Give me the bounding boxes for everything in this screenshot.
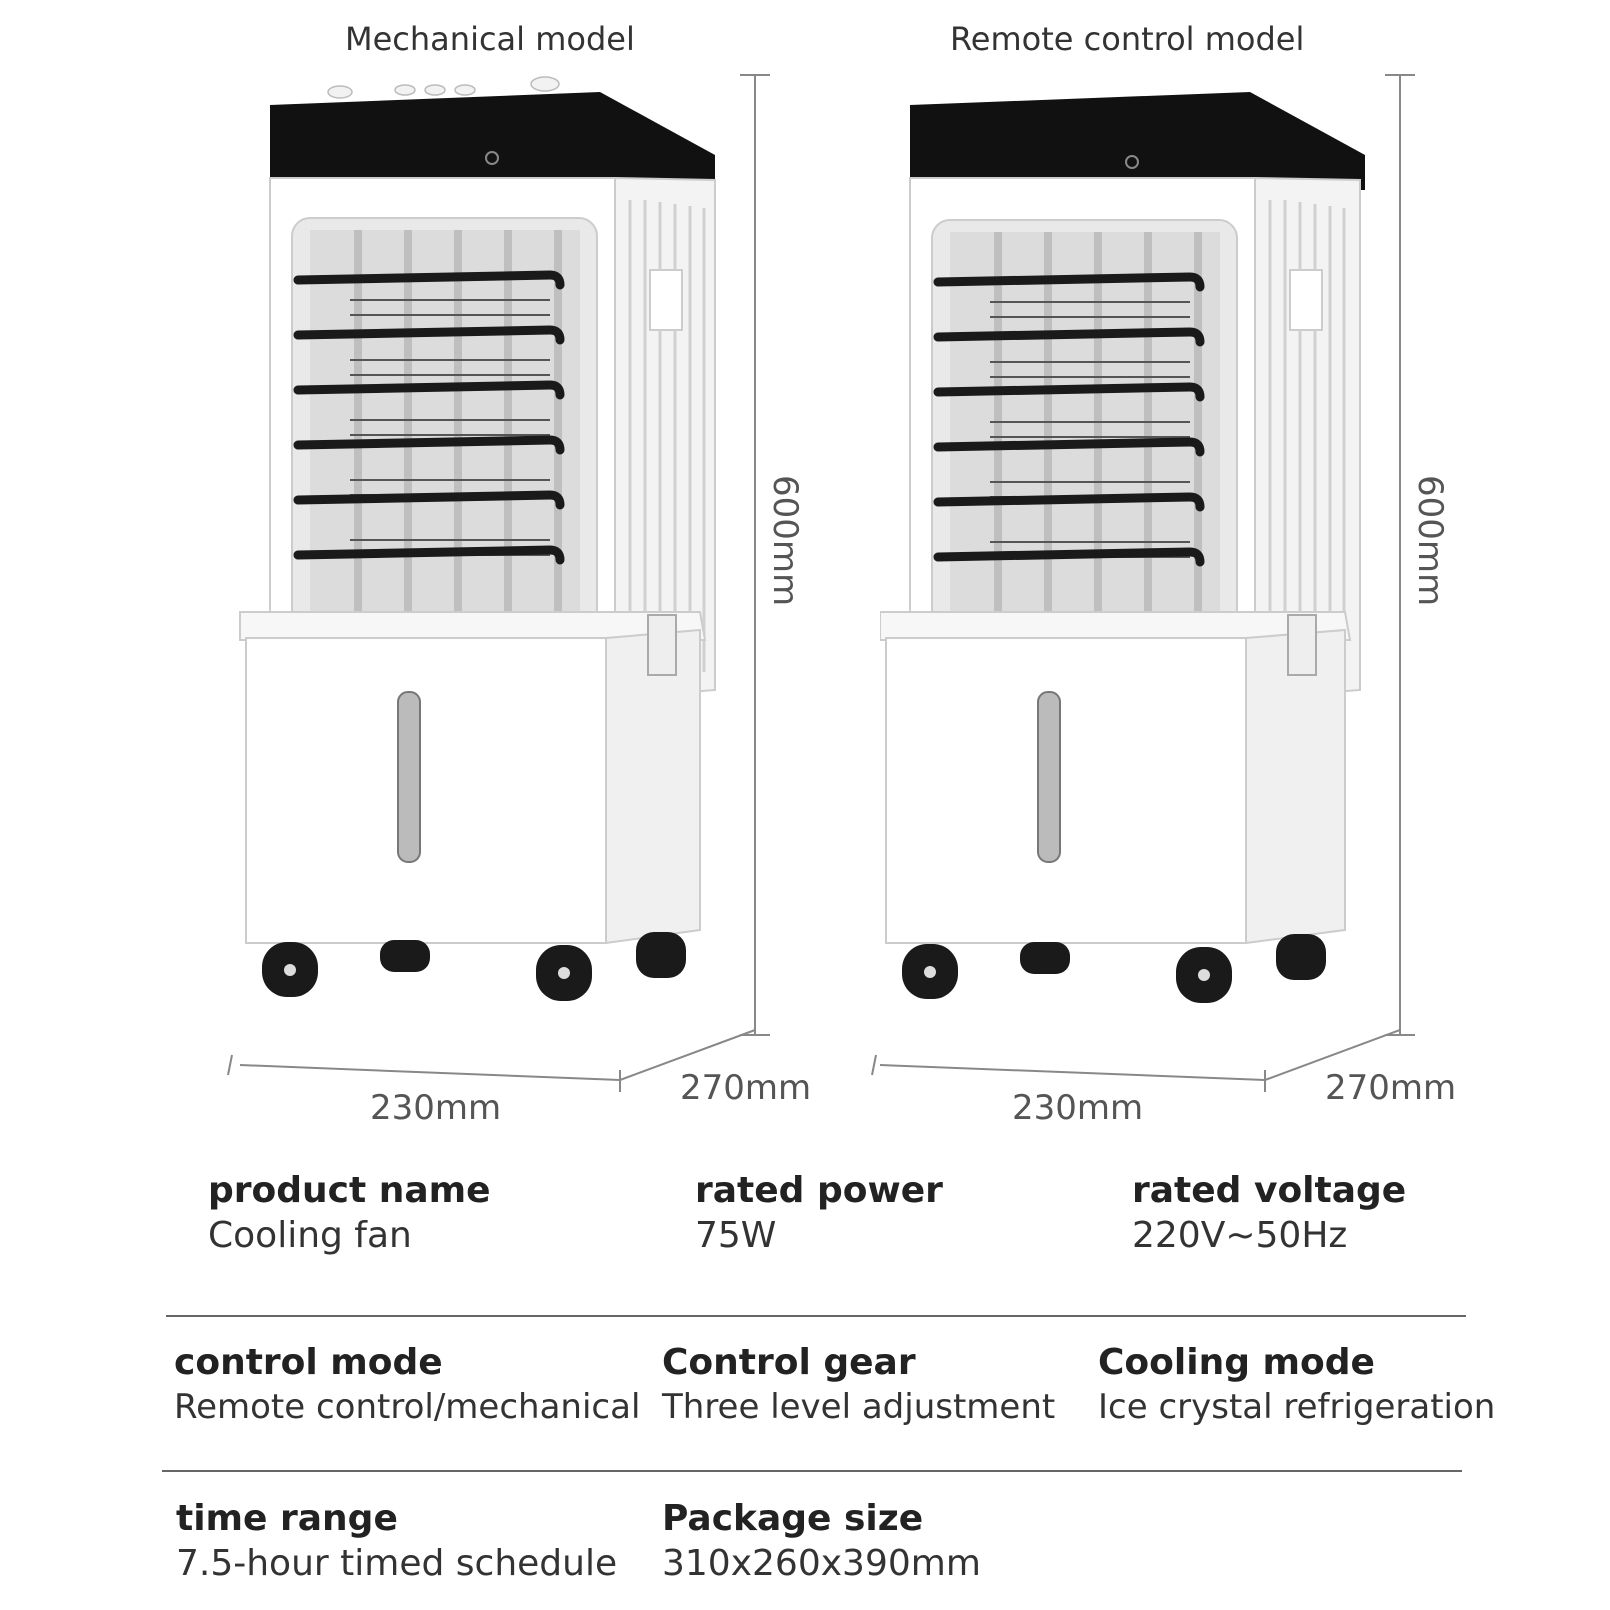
remote-width-label: 230mm	[1012, 1088, 1144, 1128]
spec-label: control mode	[174, 1342, 443, 1383]
mechanical-depth-label: 270mm	[680, 1068, 812, 1108]
spec-label: product name	[208, 1170, 491, 1211]
remote-model-title: Remote control model	[950, 20, 1305, 58]
spec-label: time range	[176, 1498, 398, 1539]
mechanical-model-title: Mechanical model	[345, 20, 635, 58]
spec-control-gear: Control gear Three level adjustment	[662, 1342, 1055, 1427]
spec-label: rated power	[695, 1170, 943, 1211]
spec-product-name: product name Cooling fan	[208, 1170, 491, 1256]
mechanical-width-label: 230mm	[370, 1088, 502, 1128]
spec-label: Package size	[662, 1498, 924, 1539]
divider	[166, 1315, 1466, 1317]
spec-value: Three level adjustment	[662, 1387, 1056, 1427]
spec-label: Control gear	[662, 1342, 916, 1383]
remote-height-label: 600mm	[1410, 475, 1450, 607]
spec-value: Remote control/mechanical	[174, 1387, 641, 1427]
spec-label: rated voltage	[1132, 1170, 1407, 1211]
spec-package-size: Package size 310x260x390mm	[662, 1498, 981, 1584]
remote-depth-label: 270mm	[1325, 1068, 1457, 1108]
mechanical-height-label: 600mm	[765, 475, 805, 607]
divider	[162, 1470, 1462, 1472]
spec-value: Cooling fan	[208, 1215, 412, 1256]
spec-value: 220V~50Hz	[1132, 1215, 1348, 1256]
snowflake-icon	[1125, 155, 1139, 169]
snowflake-icon	[485, 151, 499, 165]
dimension-lines	[227, 74, 1415, 1092]
spec-value: Ice crystal refrigeration	[1098, 1387, 1496, 1427]
spec-value: 75W	[695, 1215, 777, 1256]
spec-value: 7.5-hour timed schedule	[176, 1543, 618, 1584]
spec-value: 310x260x390mm	[662, 1543, 981, 1584]
spec-rated-voltage: rated voltage 220V~50Hz	[1132, 1170, 1406, 1256]
spec-control-mode: control mode Remote control/mechanical	[174, 1342, 640, 1427]
spec-label: Cooling mode	[1098, 1342, 1375, 1383]
spec-rated-power: rated power 75W	[695, 1170, 943, 1256]
mechanical-cooler-image	[239, 76, 716, 1001]
spec-time-range: time range 7.5-hour timed schedule	[176, 1498, 617, 1584]
spec-cooling-mode: Cooling mode Ice crystal refrigeration	[1098, 1342, 1495, 1427]
remote-cooler-image	[880, 92, 1365, 1003]
